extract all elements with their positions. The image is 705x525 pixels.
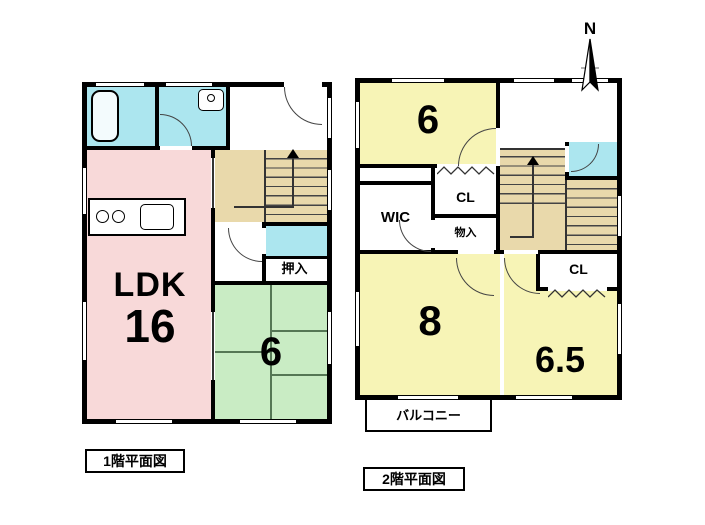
bifold-door-icon [437,166,495,175]
storage-label: 物入 [454,227,477,239]
closet65-area [540,254,617,287]
closet-hall-label: CL [456,189,475,205]
north-label: N [583,19,597,38]
stairs-edge-2f [500,148,565,150]
stairs-arrow [234,206,294,208]
window [240,419,296,424]
window [398,395,458,400]
door-opening [437,164,496,168]
window [355,292,360,346]
door-opening [548,287,607,291]
window [116,419,172,424]
window [617,196,622,236]
washbasin-faucet-icon [207,94,215,102]
window [327,170,332,210]
stairs-edge-2f [565,180,567,250]
window [617,304,622,354]
stairs-treads-2f [565,180,617,250]
bifold-door-icon [548,289,606,298]
north-arrow-icon [581,38,599,92]
wall [565,176,617,180]
floor2-caption: 2階平面図 [363,467,465,491]
sliding-door [212,312,214,380]
wall [360,181,431,185]
stairs-arrow [292,158,294,208]
oshiire-label: 押入 [281,261,308,276]
stove-burner-icon [112,210,125,223]
tatami-line [270,285,272,419]
window [516,395,572,400]
window [82,302,87,360]
wall [211,150,215,419]
bedroom65-size-label: 6.5 [534,339,586,380]
ldk-area [87,150,211,419]
closet-bedroom65-label: CL [569,261,588,277]
stairs-arrow [510,236,534,238]
bathtub-icon [91,90,119,142]
window [392,78,444,83]
wall [431,214,500,218]
door-opening [160,146,192,150]
bedroom6-size-label: 6 [416,98,440,142]
balcony-label: バルコニー [396,408,461,423]
wall [215,281,327,285]
window [82,168,87,214]
wall [87,146,230,150]
wall [155,87,159,146]
floor2-caption-text: 2階平面図 [382,471,446,487]
door-opening [431,220,435,248]
stairs-edge-1f [264,150,266,222]
tatami-line [272,330,327,332]
stairs-arrow [532,164,534,238]
ldk-label: LDK [113,266,187,304]
wall [496,83,500,254]
kitchen-sink-icon [140,204,174,230]
floor1-caption: 1階平面図 [85,449,185,473]
toilet-area-1f [266,226,327,256]
stairs-arrow-head [527,156,539,165]
window [96,82,144,87]
stairs-treads-1f [266,150,327,222]
wic-label: WIC [380,209,411,226]
door-opening [262,228,266,254]
door-opening [504,250,538,254]
wall [431,168,435,254]
bedroom8-size-label: 8 [418,297,442,344]
door-opening [496,128,500,166]
wall [262,222,327,226]
door-opening [565,146,569,172]
wall [226,87,230,146]
stairs-arrow-head [287,149,299,158]
balcony-area [365,400,492,432]
window [327,98,332,138]
ldk-size-label: 16 [124,300,176,352]
floor1-outline [82,82,332,424]
window [514,78,554,83]
window [355,102,360,148]
stove-burner-icon [96,210,109,223]
wall [360,164,500,168]
tatami-line [215,351,270,353]
entrance-door-opening [284,82,322,87]
tatami-size-label: 6 [259,330,283,374]
door-opening [458,250,494,254]
sliding-door [212,158,214,208]
tatami-line [272,374,327,376]
window [166,82,212,87]
wall [266,256,327,259]
window [327,312,332,364]
floor2-outline [355,78,622,400]
floor1-caption-text: 1階平面図 [103,453,167,469]
